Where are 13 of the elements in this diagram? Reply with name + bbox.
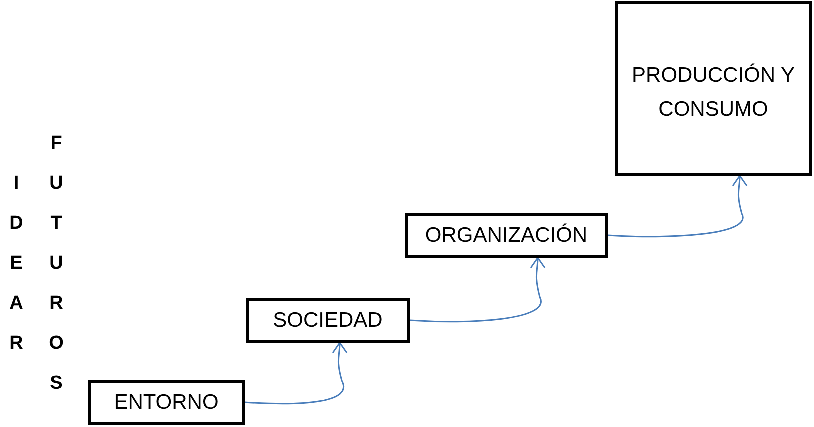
vertical-word: IDEAR [9, 172, 24, 356]
box-label: ORGANIZACIÓN [425, 222, 588, 248]
curved-arrow [608, 175, 748, 238]
box-label: ENTORNO [114, 390, 219, 416]
process-box [405, 213, 608, 258]
curved-arrow [410, 257, 546, 323]
vertical-word: FUTUROS [49, 132, 64, 396]
box-label: PRODUCCIÓN Y CONSUMO [631, 62, 796, 123]
process-box [88, 380, 245, 425]
curved-arrow [244, 342, 348, 405]
process-box [615, 1, 812, 176]
box-label: SOCIEDAD [273, 308, 383, 334]
process-box [246, 298, 410, 343]
